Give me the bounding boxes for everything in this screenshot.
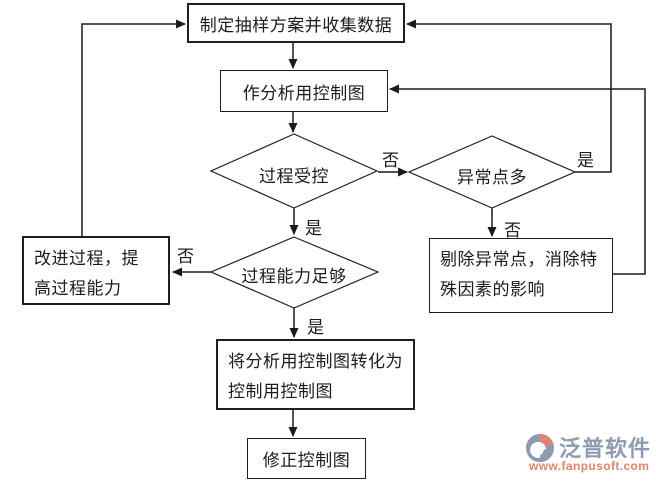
decision-label-many-abnormal-points: 异常点多 <box>457 168 527 187</box>
decision-process-in-control <box>209 133 379 209</box>
node-collect-data: 制定抽样方案并收集数据 <box>187 3 405 43</box>
edge-label-abnormal-yes: 是 <box>577 151 594 170</box>
edge-improve-loop <box>81 19 186 236</box>
node-remove-abnormal-line1: 剔除异常点，消除特 <box>440 250 598 269</box>
node-convert-chart: 将分析用控制图转化为 控制用控制图 <box>216 339 415 410</box>
edge-label-incontrol-no: 否 <box>382 151 399 170</box>
node-remove-abnormal-line2: 殊因素的影响 <box>440 280 545 299</box>
node-revise-chart: 修正控制图 <box>247 438 366 479</box>
edge-label-capability-yes: 是 <box>307 318 324 337</box>
edge-label-abnormal-no: 否 <box>504 221 521 240</box>
node-convert-chart-line2: 控制用控制图 <box>228 382 333 401</box>
decision-label-capability-sufficient: 过程能力足够 <box>241 267 347 286</box>
edge-label-capability-no: 否 <box>177 247 194 266</box>
fanpusoft-watermark: 泛普软件 www.fanpusoft.com <box>522 431 656 477</box>
node-improve-process: 改进过程，提 高过程能力 <box>22 236 170 305</box>
fanpusoft-brand-text: 泛普软件 <box>559 436 652 461</box>
edge-remove-loop <box>389 84 646 275</box>
node-improve-process-line2: 高过程能力 <box>34 279 122 298</box>
decision-many-abnormal-points <box>407 135 577 209</box>
edge-label-incontrol-yes: 是 <box>305 219 322 238</box>
node-improve-process-line1: 改进过程，提 <box>34 249 139 268</box>
node-remove-abnormal-points: 剔除异常点，消除特 殊因素的影响 <box>429 238 613 313</box>
node-convert-chart-line1: 将分析用控制图转化为 <box>228 352 403 371</box>
fanpusoft-logo-icon <box>525 433 555 463</box>
decision-label-process-in-control: 过程受控 <box>259 167 329 186</box>
fanpusoft-url-text: www.fanpusoft.com <box>529 459 650 473</box>
edge-abnormal-yes-loop <box>406 19 612 173</box>
decision-capability-sufficient <box>209 236 380 309</box>
node-analysis-chart: 作分析用控制图 <box>220 70 388 112</box>
